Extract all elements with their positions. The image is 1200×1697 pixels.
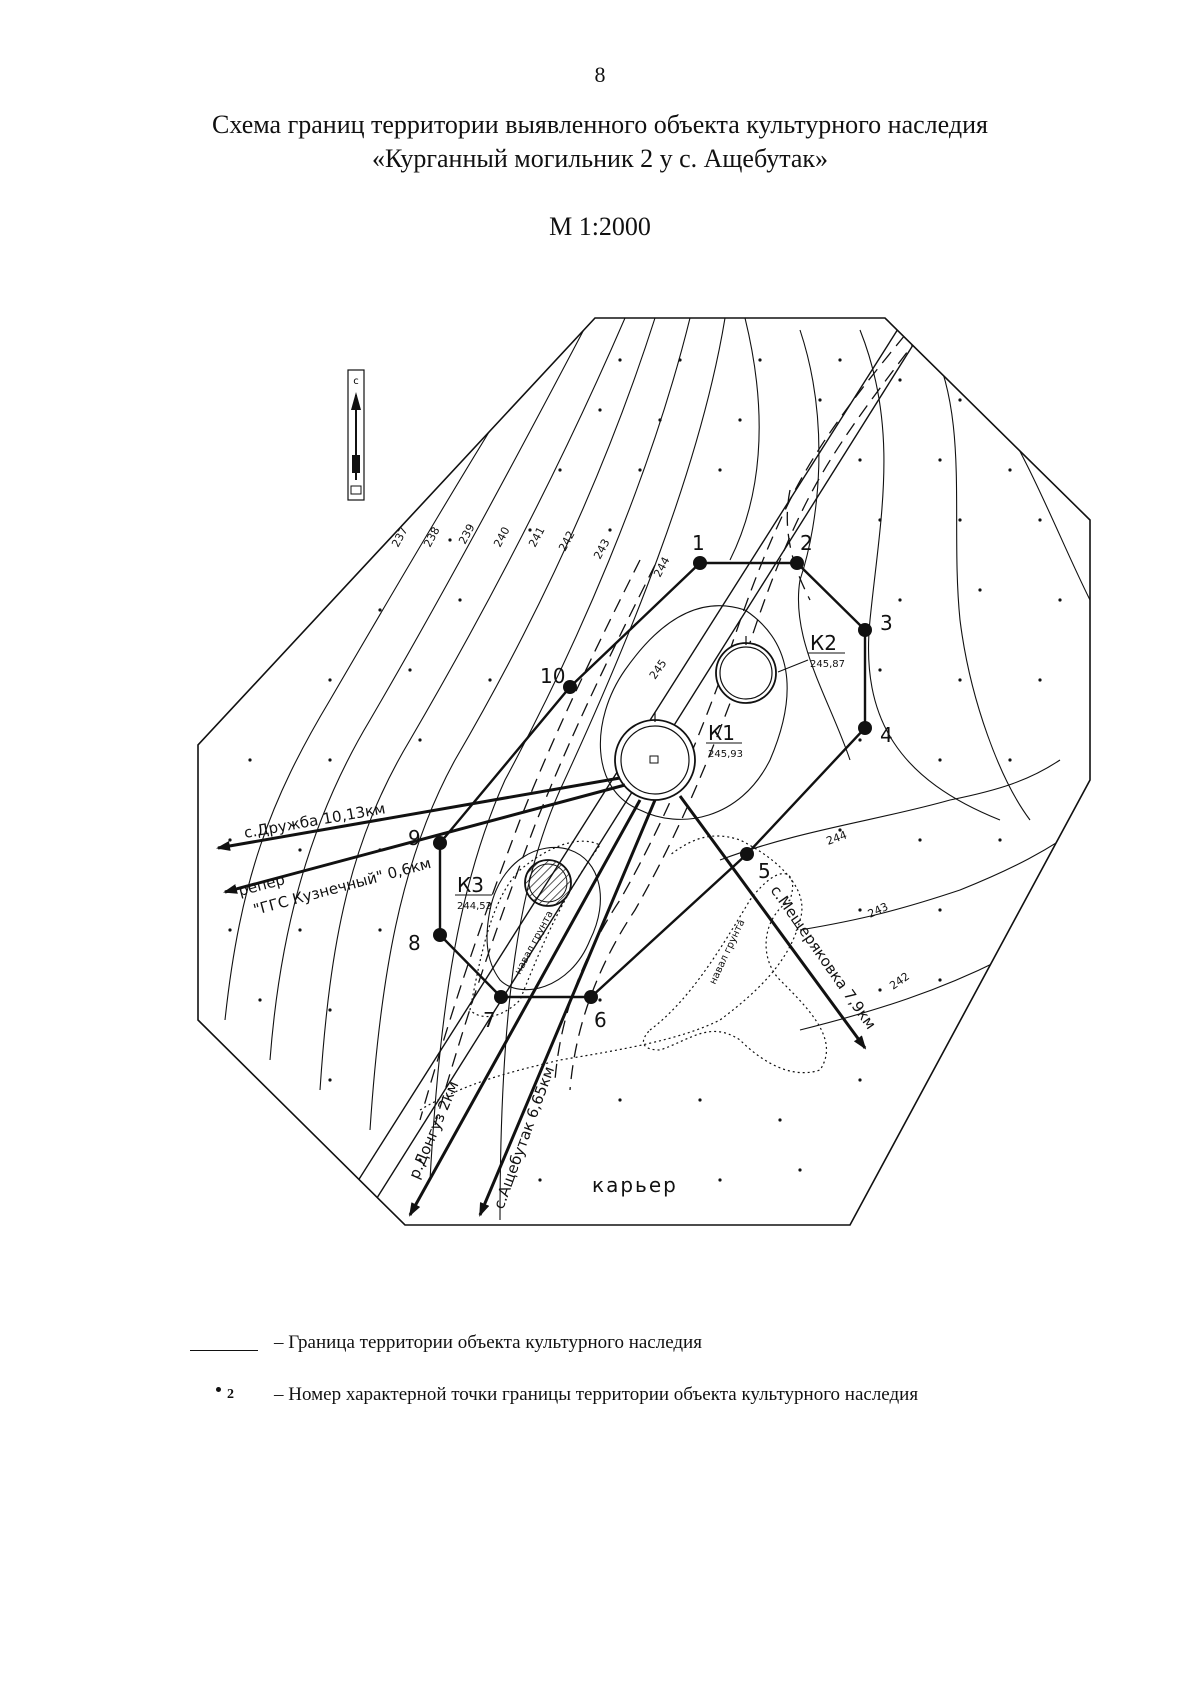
boundary-point-5 — [740, 847, 754, 861]
soil-rampart-right — [642, 873, 827, 1074]
mound-k2: К2 245,87 — [715, 631, 845, 704]
contour-label: 244 — [825, 828, 849, 847]
north-arrow: с — [347, 369, 365, 501]
contour-line-244 — [719, 759, 1061, 861]
boundary-point-label-6: 6 — [594, 1008, 607, 1032]
boundary-point-label-5: 5 — [758, 859, 771, 883]
contour-label: 243 — [866, 900, 891, 921]
contour-line-242 — [799, 899, 1090, 1031]
north-label: с — [353, 376, 359, 387]
contour-label: 240 — [491, 525, 512, 550]
boundary-point-1 — [693, 556, 707, 570]
contour-line — [859, 329, 1001, 821]
contour-line — [929, 339, 1031, 821]
map-title: Схема границ территории выявленного объе… — [0, 108, 1200, 176]
boundary-point-7 — [494, 990, 508, 1004]
dirt-track — [569, 334, 921, 1091]
contour-line — [319, 318, 626, 1091]
mound-label-k1: К1 — [708, 721, 735, 745]
mound-elevation-k2: 245,87 — [810, 659, 845, 670]
contour-line — [486, 846, 601, 991]
contour-label: 241 — [526, 525, 547, 550]
page-number: 8 — [594, 62, 606, 87]
direction-arrow-ashchebutak — [478, 799, 657, 1217]
map-scale: М 1:2000 — [549, 212, 651, 241]
contour-line — [269, 318, 591, 1061]
legend-point-text: – Номер характерной точки границы террит… — [274, 1384, 919, 1405]
mound-k3: К3 244,52 — [455, 859, 572, 912]
contour-label: 242 — [556, 529, 577, 554]
boundary-point-label-4: 4 — [880, 723, 893, 747]
boundary-point-9 — [433, 836, 447, 850]
boundary-point-label-10: 10 — [540, 664, 565, 688]
mound-k1: К1 245,93 — [614, 712, 743, 801]
direction-label-ashchebutak: с.Ащебутак 6,65км — [490, 1064, 558, 1211]
legend-boundary: – Граница территории объекта культурного… — [190, 1332, 702, 1354]
legend-boundary-symbol — [190, 1336, 258, 1351]
dirt-track — [419, 559, 641, 1121]
boundary-point-4 — [858, 721, 872, 735]
title-line-1: Схема границ территории выявленного объе… — [212, 110, 988, 139]
contour-label: 238 — [421, 525, 442, 550]
quarry-edge — [419, 835, 803, 1111]
boundary-point-label-9: 9 — [408, 826, 421, 850]
boundary-point-label-3: 3 — [880, 611, 893, 635]
contour-label: 242 — [887, 970, 912, 993]
dirt-track — [786, 489, 811, 601]
mound-label-k3: К3 — [457, 873, 484, 897]
contour-line — [989, 399, 1090, 601]
soil-rampart-left — [469, 840, 601, 1018]
legend-point-symbol: 2 — [190, 1387, 258, 1403]
direction-arrow-druzhba — [216, 776, 621, 851]
contour-line — [429, 318, 691, 1181]
direction-arrow-dongyz — [408, 799, 642, 1217]
boundary-point-10 — [563, 680, 577, 694]
direction-label-meshcheryakovka: с.Мещеряковка 7,9км — [767, 882, 880, 1033]
mound-elevation-k1: 245,93 — [708, 749, 743, 760]
dirt-track — [554, 334, 906, 1081]
boundary-points: 1 2 3 4 5 6 7 8 9 10 — [408, 531, 893, 1032]
contour-line — [729, 318, 760, 561]
boundary-point-2 — [790, 556, 804, 570]
mound-label-k2: К2 — [810, 631, 837, 655]
contour-line — [369, 318, 656, 1131]
boundary-point-3 — [858, 623, 872, 637]
survey-dots — [228, 358, 1062, 1182]
boundary-point-label-7: 7 — [483, 1008, 496, 1032]
contour-label: 243 — [591, 537, 612, 562]
legend-boundary-text: – Граница территории объекта культурного… — [274, 1332, 702, 1353]
boundary-point-8 — [433, 928, 447, 942]
map-frame — [197, 317, 1091, 1226]
contour-line-245 — [599, 605, 788, 820]
boundary-point-label-2: 2 — [800, 531, 813, 555]
area-label-soil-rampart-2: навал грунта — [708, 918, 748, 986]
contour-line-243 — [799, 819, 1090, 931]
area-label-kariyer: карьер — [592, 1173, 678, 1197]
boundary-point-6 — [584, 990, 598, 1004]
boundary-point-label-8: 8 — [408, 931, 421, 955]
direction-arrow-reper — [223, 783, 626, 894]
contour-label: 245 — [647, 657, 670, 682]
dirt-track — [434, 564, 656, 1126]
contour-label: 237 — [389, 525, 410, 550]
contour-label: 244 — [651, 555, 672, 580]
mound-elevation-k3: 244,52 — [457, 901, 492, 912]
contour-line — [224, 318, 561, 1021]
direction-arrow-meshcheryakovka — [678, 795, 867, 1050]
boundary-point-label-1: 1 — [692, 531, 705, 555]
legend-point: 2 – Номер характерной точки границы терр… — [190, 1384, 918, 1406]
title-line-2: «Курганный могильник 2 у с. Ащебутак» — [371, 144, 829, 173]
